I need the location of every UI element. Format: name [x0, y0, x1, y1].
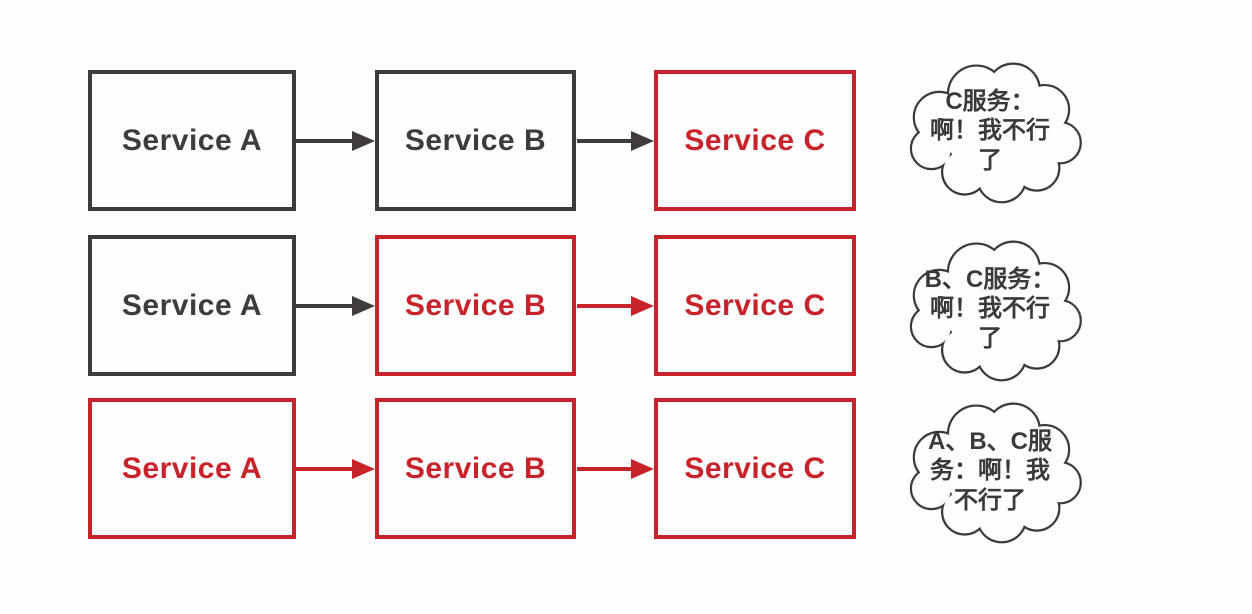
arrow-head [352, 458, 375, 479]
thought-cloud: C服务： 啊！我不行 了 [888, 53, 1092, 209]
thought-cloud: B、C服务： 啊！我不行 了 [888, 231, 1092, 387]
cloud-text-line: A、B、C服 [928, 428, 1052, 456]
arrow-line [577, 466, 631, 471]
arrow-right-icon [577, 70, 654, 211]
service-box-label: Service B [404, 288, 547, 322]
cloud-text-line: 了 [978, 324, 1002, 352]
arrow-right-icon [296, 398, 375, 539]
arrow-right-icon [296, 70, 375, 211]
arrow-head [631, 295, 654, 316]
cloud-text-line: 不行了 [954, 486, 1026, 514]
service-row-2: Service A Service B Service C B、C服务： 啊！我… [0, 235, 1252, 376]
service-box-c: Service C [654, 70, 856, 211]
cloud-text: B、C服务： 啊！我不行 了 [888, 231, 1092, 387]
service-box-label: Service A [121, 451, 263, 485]
service-box-label: Service B [404, 123, 547, 157]
arrow-line [296, 466, 352, 471]
cloud-text: A、B、C服 务：啊！我 不行了 [888, 393, 1092, 549]
cloud-text-line: C服务： [945, 88, 1035, 116]
service-box-label: Service A [121, 288, 263, 322]
service-box-a: Service A [88, 398, 296, 539]
cloud-text-line: 啊！我不行 [930, 295, 1050, 323]
arrow-head [631, 458, 654, 479]
service-box-c: Service C [654, 235, 856, 376]
service-box-c: Service C [654, 398, 856, 539]
arrow-right-icon [577, 235, 654, 376]
thought-cloud: A、B、C服 务：啊！我 不行了 [888, 393, 1092, 549]
service-box-label: Service A [121, 123, 263, 157]
service-box-label: Service C [684, 451, 826, 485]
cloud-text-line: 啊！我不行 [930, 117, 1050, 145]
arrow-head [352, 130, 375, 151]
cloud-text: C服务： 啊！我不行 了 [888, 53, 1092, 209]
service-box-a: Service A [88, 235, 296, 376]
arrow-right-icon [296, 235, 375, 376]
arrow-line [296, 303, 352, 308]
cloud-text-line: B、C服务： [924, 266, 1056, 294]
service-box-label: Service B [404, 451, 547, 485]
service-box-a: Service A [88, 70, 296, 211]
service-box-label: Service C [684, 123, 826, 157]
arrow-head [631, 130, 654, 151]
cloud-text-line: 务：啊！我 [930, 457, 1050, 485]
arrow-line [577, 303, 631, 308]
service-box-label: Service C [684, 288, 826, 322]
service-box-b: Service B [375, 398, 576, 539]
service-box-b: Service B [375, 235, 576, 376]
cloud-text-line: 了 [978, 146, 1002, 174]
arrow-right-icon [577, 398, 654, 539]
service-box-b: Service B [375, 70, 576, 211]
arrow-head [352, 295, 375, 316]
arrow-line [577, 138, 631, 143]
service-row-3: Service A Service B Service C A、B、C服 务：啊… [0, 398, 1252, 539]
service-row-1: Service A Service B Service C C服务： 啊！我不行… [0, 70, 1252, 211]
arrow-line [296, 138, 352, 143]
